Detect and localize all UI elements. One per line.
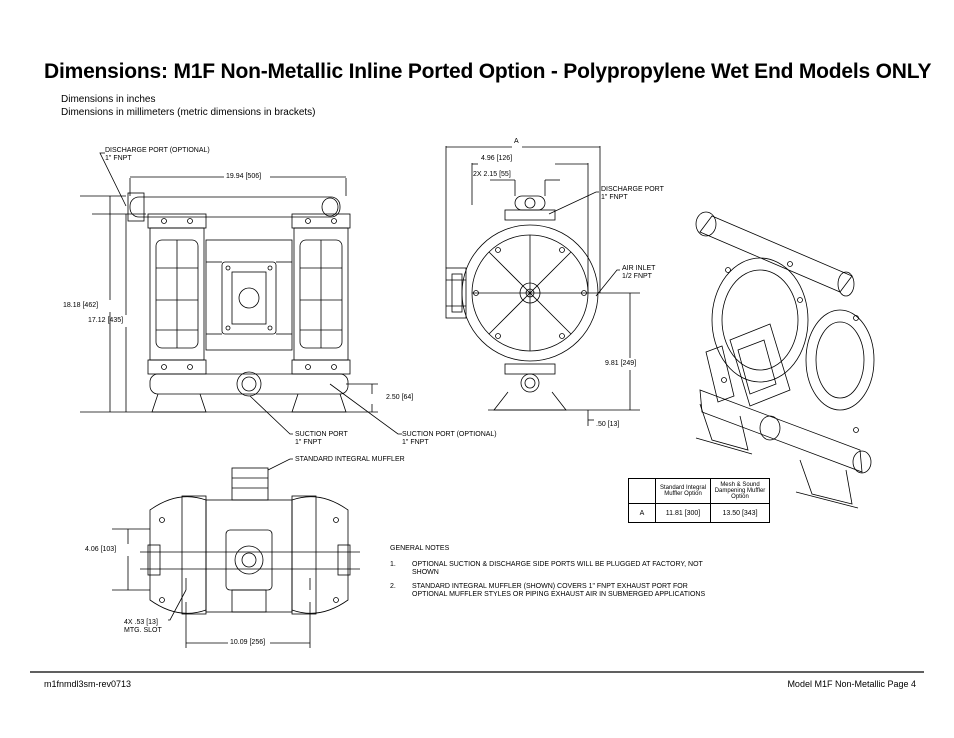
footer-page-label: Model M1F Non-Metallic Page 4 xyxy=(787,679,916,689)
front-height-dim: 18.18 [462] xyxy=(63,302,99,309)
general-notes: GENERAL NOTES 1. OPTIONAL SUCTION & DISC… xyxy=(390,545,722,599)
discharge-port-line1: DISCHARGE PORT xyxy=(601,186,664,193)
table-cell: 13.50 [343] xyxy=(710,503,770,523)
notes-heading: GENERAL NOTES xyxy=(390,545,450,552)
discharge-port-label: DISCHARGE PORT 1" FNPT xyxy=(601,186,664,202)
suction-height-dim: 2.50 [64] xyxy=(386,394,414,401)
table-header-row: Standard Integral Muffler Option Mesh & … xyxy=(628,478,770,504)
discharge-optional-line1: DISCHARGE PORT (OPTIONAL) xyxy=(105,147,210,154)
table-cell: 11.81 [300] xyxy=(655,503,711,523)
suction-port-label: SUCTION PORT 1" FNPT xyxy=(295,431,348,447)
muffler-option-table: Standard Integral Muffler Option Mesh & … xyxy=(628,478,770,523)
top-width-dim: 10.09 [256] xyxy=(230,639,266,646)
front-height2-dim: 17.12 [435] xyxy=(88,317,124,324)
isometric-view-drawing xyxy=(695,211,875,509)
air-height-dim: 9.81 [249] xyxy=(605,360,637,367)
table-header-cell: Standard Integral Muffler Option xyxy=(655,478,711,504)
note-item: 2. STANDARD INTEGRAL MUFFLER (SHOWN) COV… xyxy=(390,583,706,598)
subtitle-inches: Dimensions in inches xyxy=(61,94,156,105)
side-view-drawing xyxy=(445,146,640,426)
table-cell: A xyxy=(628,503,656,523)
slot-dim: 4X .53 [13] xyxy=(124,619,158,626)
table-row: A 11.81 [300] 13.50 [343] xyxy=(628,503,770,523)
suction-port-line2: 1" FNPT xyxy=(295,439,322,446)
side-width-dim: 4.96 [126] xyxy=(481,155,513,162)
discharge-optional-label: DISCHARGE PORT (OPTIONAL) 1" FNPT xyxy=(105,147,210,163)
subtitle-mm: Dimensions in millimeters (metric dimens… xyxy=(61,107,316,118)
discharge-port-line2: 1" FNPT xyxy=(601,194,628,201)
table-header-cell xyxy=(628,478,656,504)
dim-a-label: A xyxy=(514,138,519,145)
front-view-drawing xyxy=(80,152,402,435)
slot-label: 4X .53 [13] MTG. SLOT xyxy=(124,619,162,635)
suction-port-line1: SUCTION PORT xyxy=(295,431,348,438)
base-dim: .50 [13] xyxy=(596,421,620,428)
suction-optional-line1: SUCTION PORT (OPTIONAL) xyxy=(402,431,497,438)
top-depth-dim: 4.06 [103] xyxy=(85,546,117,553)
discharge-optional-line2: 1" FNPT xyxy=(105,155,132,162)
table-header-cell: Mesh & Sound Dampening Muffler Option xyxy=(710,478,770,504)
muffler-label: STANDARD INTEGRAL MUFFLER xyxy=(295,456,405,463)
port-dim: 2X 2.15 [55] xyxy=(473,171,511,178)
air-inlet-line2: 1/2 FNPT xyxy=(622,273,652,280)
air-inlet-line1: AIR INLET xyxy=(622,265,656,272)
top-view-drawing xyxy=(112,458,360,648)
note-item: 1. OPTIONAL SUCTION & DISCHARGE SIDE POR… xyxy=(390,561,703,576)
suction-optional-label: SUCTION PORT (OPTIONAL) 1" FNPT xyxy=(402,431,497,447)
front-width-dim: 19.94 [506] xyxy=(226,173,262,180)
page-title: Dimensions: M1F Non-Metallic Inline Port… xyxy=(44,60,932,83)
footer-doc-id: m1fnmdl3sm-rev0713 xyxy=(44,679,132,689)
suction-optional-line2: 1" FNPT xyxy=(402,439,429,446)
slot-label-text: MTG. SLOT xyxy=(124,627,162,634)
air-inlet-label: AIR INLET 1/2 FNPT xyxy=(622,265,655,281)
